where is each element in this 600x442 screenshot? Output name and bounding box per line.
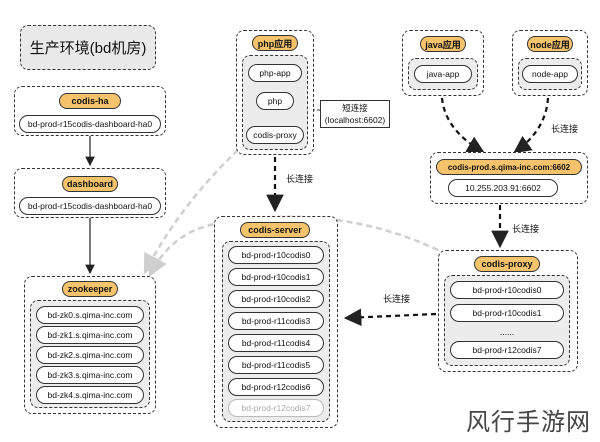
codis-ha-host: bd-prod-r15codis-dashboard-ha0 bbox=[19, 115, 161, 133]
page-title: 生产环境(bd机房) bbox=[20, 25, 156, 70]
codis-server-host: bd-prod-r10codis1 bbox=[228, 268, 324, 286]
codis-server-host: bd-prod-r10codis0 bbox=[228, 246, 324, 264]
codis-server-host: bd-prod-r11codis3 bbox=[228, 312, 324, 330]
long-conn-label-lb: 长连接 bbox=[512, 224, 540, 234]
long-conn-label-proxy: 长连接 bbox=[383, 294, 411, 304]
dashboard-tag: dashboard bbox=[62, 176, 118, 192]
arrow-java-to-lb bbox=[440, 97, 485, 154]
short-connection-note: 短连接 (localhost:6602) bbox=[320, 100, 390, 128]
zookeeper-host: bd-zk0.s.qima-inc.com bbox=[36, 306, 144, 324]
php-app-node: php-app bbox=[248, 64, 302, 82]
codis-server-host: bd-prod-r10codis2 bbox=[228, 290, 324, 308]
zookeeper-host: bd-zk4.s.qima-inc.com bbox=[36, 386, 144, 404]
long-conn-label-php: 长连接 bbox=[286, 174, 314, 184]
lb-ip: 10.255.203.91:6602 bbox=[448, 179, 558, 197]
codis-proxy-host: bd-prod-r10codis1 bbox=[450, 304, 564, 322]
zookeeper-host: bd-zk1.s.qima-inc.com bbox=[36, 326, 144, 344]
codis-server-host: bd-prod-r11codis5 bbox=[228, 356, 324, 374]
lb-domain-tag: codis-prod.s.qima-inc.com:6602 bbox=[436, 159, 582, 175]
codis-server-host: bd-prod-r12codis7 bbox=[228, 399, 324, 417]
codis-proxy-ellipsis: ...... bbox=[499, 327, 515, 337]
php-codis-proxy-node: codis-proxy bbox=[246, 126, 304, 144]
zookeeper-host: bd-zk2.s.qima-inc.com bbox=[36, 346, 144, 364]
php-app-tag: php应用 bbox=[252, 35, 298, 51]
zookeeper-tag: zookeeper bbox=[62, 281, 118, 297]
page-title-text: 生产环境(bd机房) bbox=[29, 40, 147, 57]
zookeeper-host: bd-zk3.s.qima-inc.com bbox=[36, 366, 144, 384]
arrow-proxy-to-server bbox=[343, 308, 437, 327]
arrow-node-to-lb bbox=[513, 97, 550, 154]
codis-server-host: bd-prod-r12codis6 bbox=[228, 378, 324, 396]
watermark-text: 风行手游网 bbox=[466, 409, 591, 436]
codis-proxy-tag: codis-proxy bbox=[474, 256, 540, 272]
php-runtime-node: php bbox=[256, 92, 294, 110]
codis-server-tag: codis-server bbox=[240, 222, 310, 238]
codis-server-host: bd-prod-r11codis4 bbox=[228, 334, 324, 352]
codis-ha-tag: codis-ha bbox=[59, 93, 121, 109]
java-app-tag: java应用 bbox=[420, 36, 466, 52]
dashboard-host: bd-prod-r15codis-dashboard-ha0 bbox=[19, 197, 161, 215]
node-app-tag: node应用 bbox=[527, 36, 573, 52]
node-app-node: node-app bbox=[522, 65, 578, 83]
codis-proxy-host: bd-prod-r10codis0 bbox=[450, 281, 564, 299]
java-app-node: java-app bbox=[414, 65, 472, 83]
codis-proxy-host: bd-prod-r12codis7 bbox=[450, 341, 564, 359]
long-conn-label-apps: 长连接 bbox=[551, 124, 579, 134]
